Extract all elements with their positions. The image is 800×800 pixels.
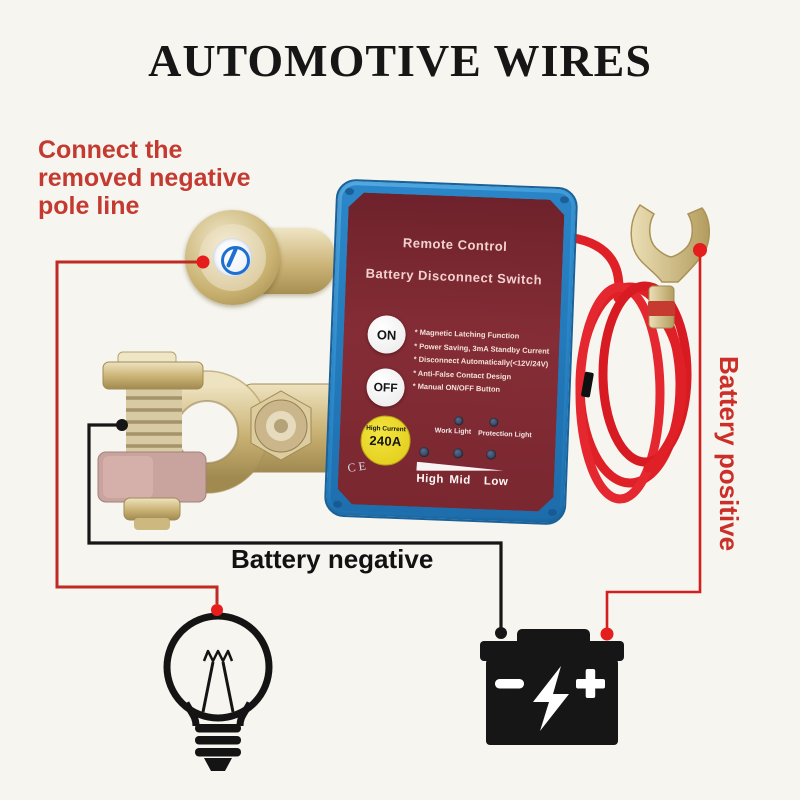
bulb-base-tip — [204, 758, 232, 771]
badge-amps: 240A — [369, 432, 402, 450]
minus-symbol — [495, 679, 524, 689]
level-low: Low — [483, 475, 509, 489]
car-battery-icon — [480, 629, 624, 745]
battery-clamp-illustration — [97, 351, 339, 530]
plus-symbol-vertical — [585, 669, 596, 698]
feature-list: * Magnetic Latching Function * Power Sav… — [412, 326, 550, 399]
fork-terminal-icon — [630, 203, 710, 283]
level-mid: Mid — [449, 474, 471, 487]
battery-disconnect-switch: Remote Control Battery Disconnect Switch… — [323, 178, 579, 526]
negative-pole-note: Connect the removed negative pole line — [38, 136, 251, 220]
terminal-crimp-band — [648, 301, 675, 316]
battery-negative-label: Battery negative — [231, 544, 434, 574]
ce-mark: CE — [346, 458, 370, 475]
clamp-top-bolt — [102, 361, 204, 390]
note-line-1: Connect the — [38, 136, 183, 164]
note-line-2: removed negative — [38, 164, 251, 192]
lightning-bolt-icon — [533, 666, 569, 731]
page-title: AUTOMOTIVE WIRES — [148, 35, 652, 86]
note-line-3: pole line — [38, 192, 140, 220]
filament — [202, 649, 234, 663]
light-bulb-icon — [163, 612, 273, 771]
cable-tie — [581, 371, 594, 398]
